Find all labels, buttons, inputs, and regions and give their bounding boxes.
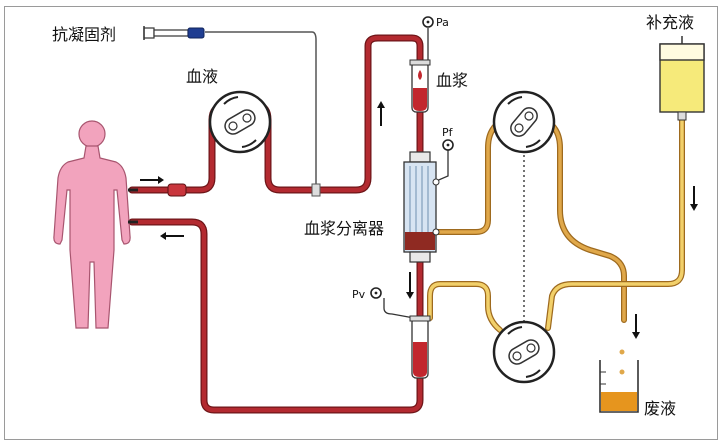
- waste-beaker-icon: [599, 349, 639, 413]
- arterial-drip-chamber-icon: [409, 59, 431, 113]
- human-figure-icon: [53, 120, 131, 329]
- waste-fluid-label: 废液: [644, 399, 676, 418]
- anticoagulant-junction: [311, 183, 321, 197]
- plasma-lines: [427, 117, 685, 333]
- pv-gauge-line: [383, 298, 415, 319]
- plasma-filter-icon: [403, 151, 440, 263]
- pa-gauge-icon: [422, 16, 434, 28]
- replacement-fluid-bag-icon: [659, 36, 705, 121]
- pa-label: Pa: [436, 16, 449, 29]
- plasma-pump-upper-icon: [492, 90, 556, 154]
- arrow-down-waste: [632, 314, 640, 339]
- arrow-up-arterial: [377, 101, 385, 126]
- pf-gauge-icon: [442, 139, 454, 151]
- replacement-fluid-label: 补充液: [646, 13, 694, 32]
- anticoagulant-label: 抗凝固剂: [52, 25, 116, 44]
- arrow-to-patient: [160, 232, 184, 240]
- venous-drip-chamber-icon: [409, 315, 431, 379]
- plasma-separator-label: 血浆分离器: [304, 219, 384, 238]
- venous-blood-line: [128, 218, 424, 414]
- pf-label: Pf: [442, 126, 454, 139]
- syringe-icon: [143, 26, 205, 40]
- arterial-connector: [167, 183, 187, 197]
- pv-label: Pv: [352, 288, 366, 301]
- arrow-to-circuit: [140, 176, 164, 184]
- blood-label: 血液: [186, 67, 218, 86]
- arterial-blood-line: [128, 34, 424, 194]
- diagram-frame: [4, 6, 718, 440]
- flow-arrow-icon: [140, 101, 698, 339]
- arrow-down-replacement: [690, 186, 698, 211]
- arrow-down-venous: [406, 272, 414, 299]
- pv-gauge-icon: [370, 287, 382, 299]
- plasma-label: 血浆: [436, 71, 468, 90]
- blood-pump-icon: [208, 90, 272, 154]
- plasma-pump-lower-icon: [492, 320, 556, 384]
- anticoagulant-line: [205, 31, 317, 186]
